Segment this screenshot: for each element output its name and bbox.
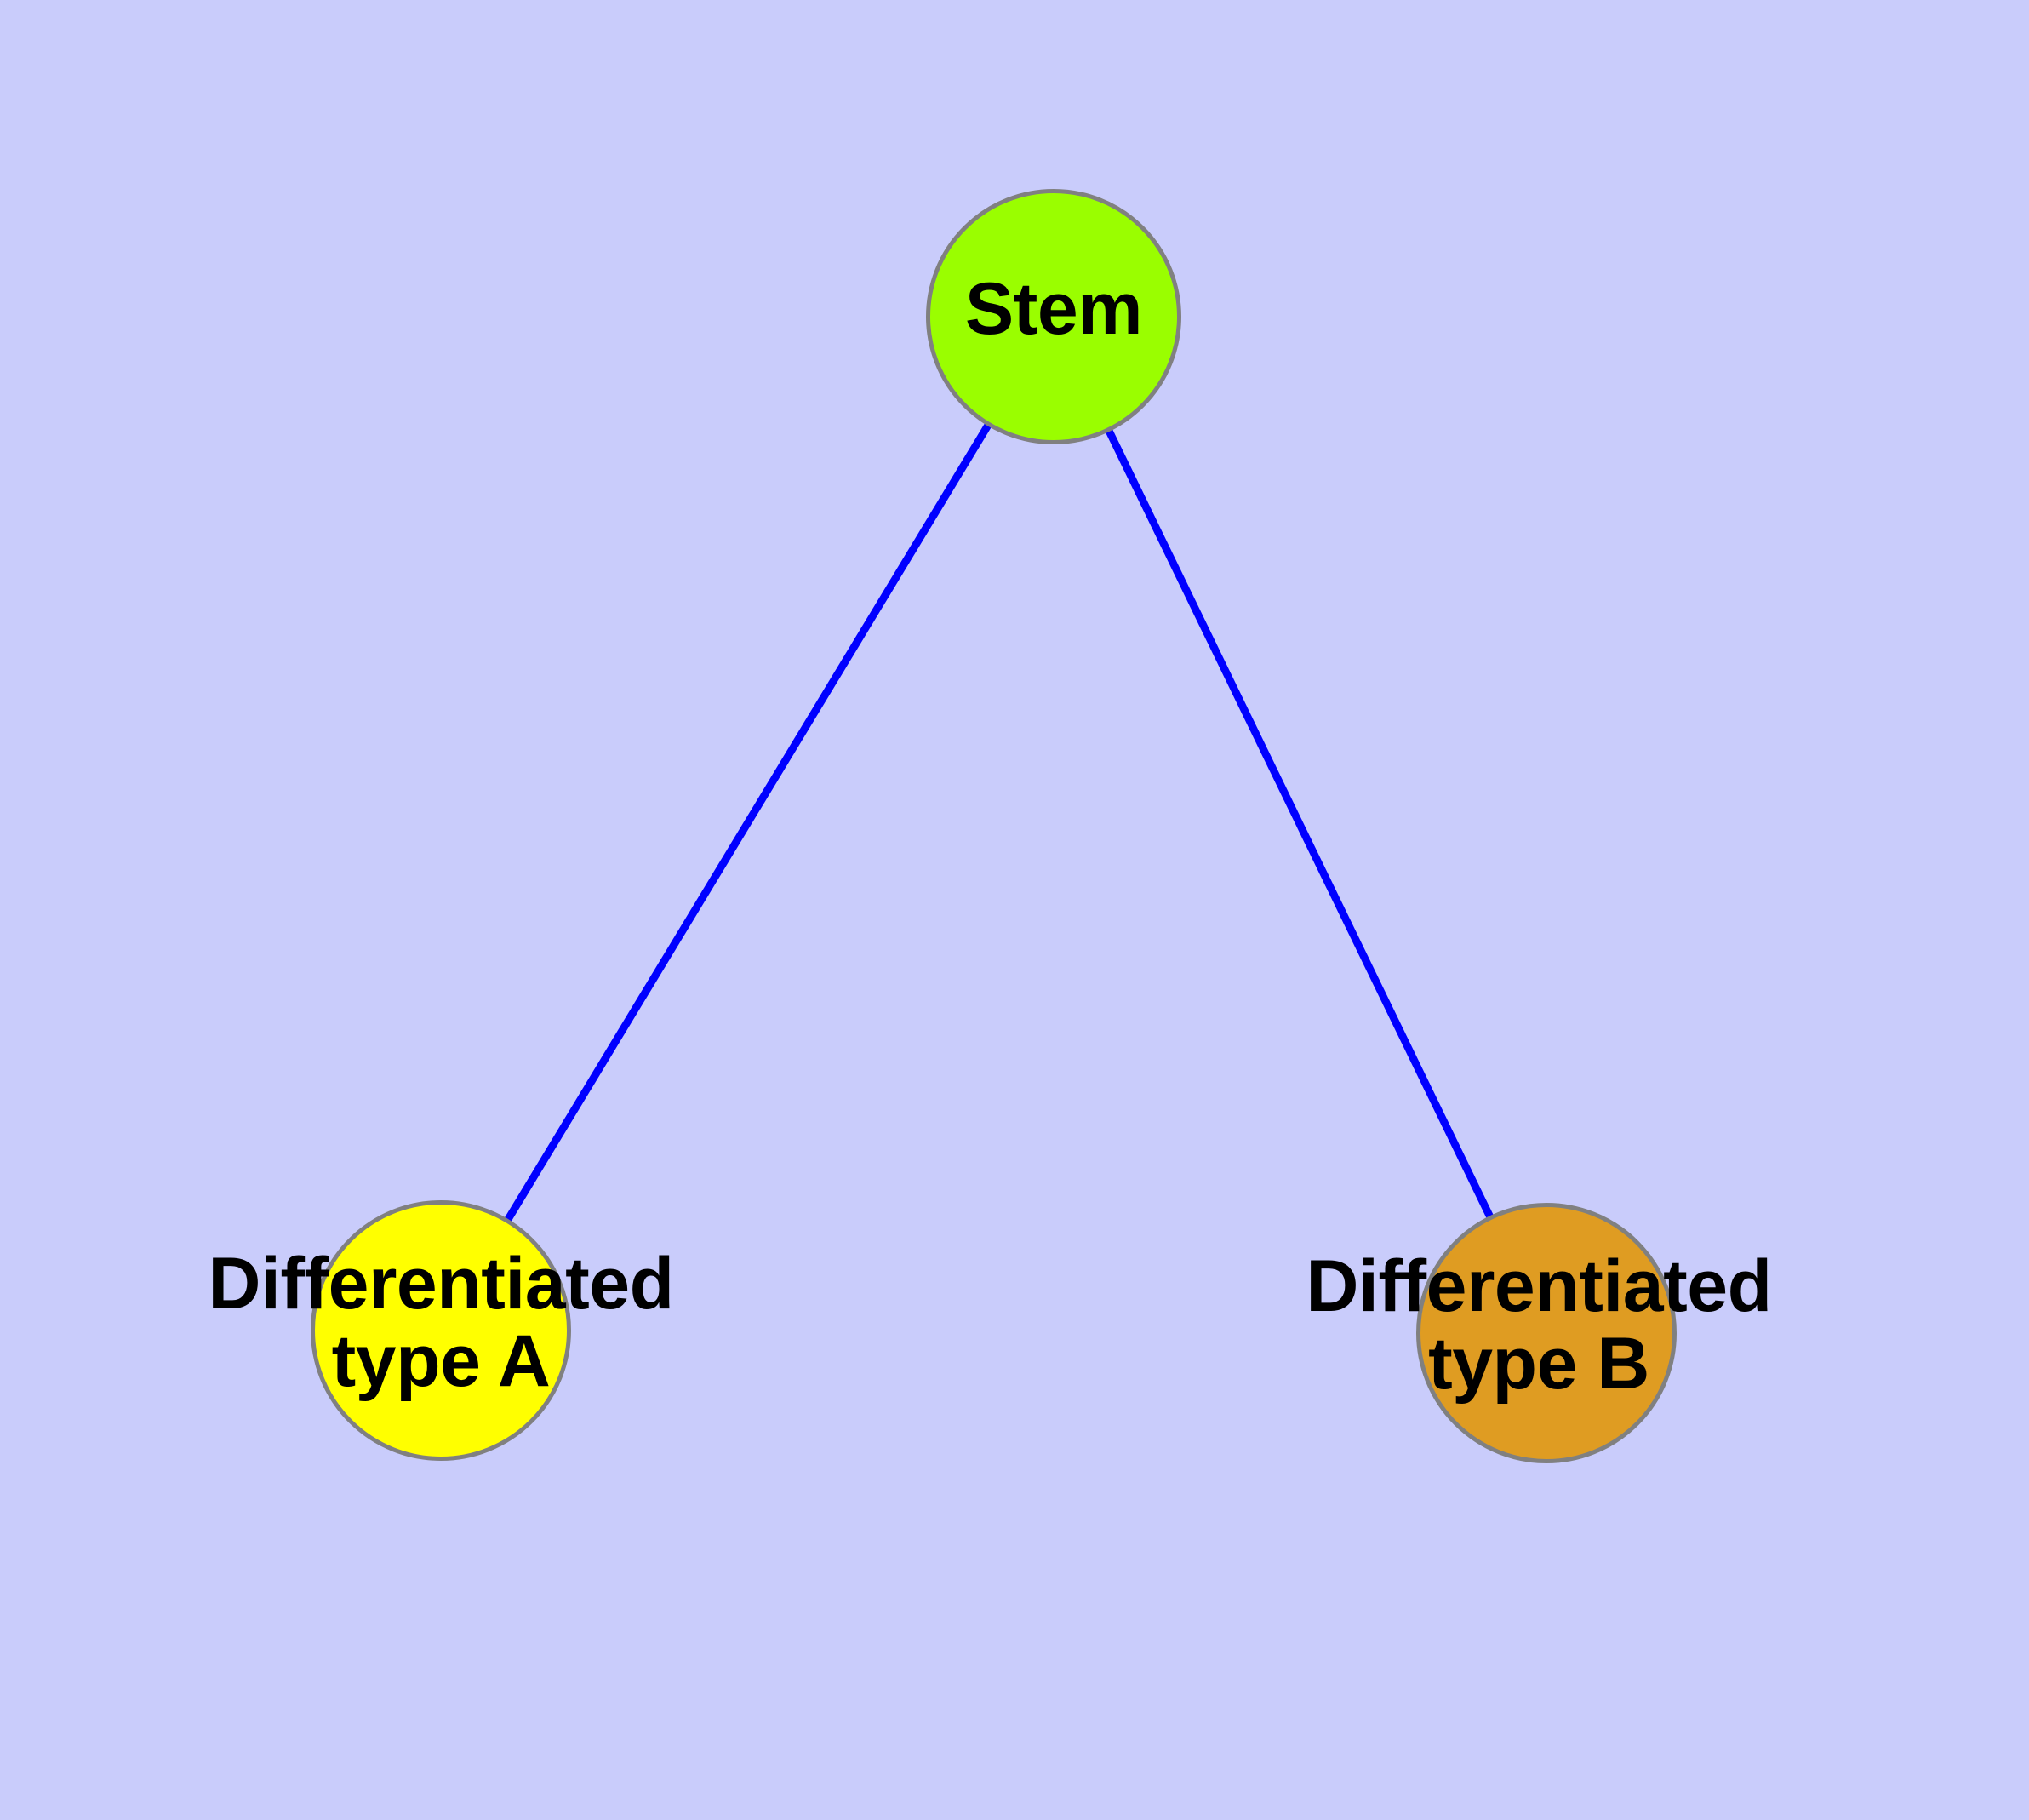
edge-stem-to-differentiated-type-b[interactable] (1049, 315, 1551, 1335)
edge-stem-to-differentiated-type-a[interactable] (437, 314, 1057, 1333)
node-stem[interactable] (926, 189, 1181, 444)
node-differentiated-type-a[interactable] (311, 1200, 571, 1461)
node-differentiated-type-b[interactable] (1416, 1203, 1677, 1463)
